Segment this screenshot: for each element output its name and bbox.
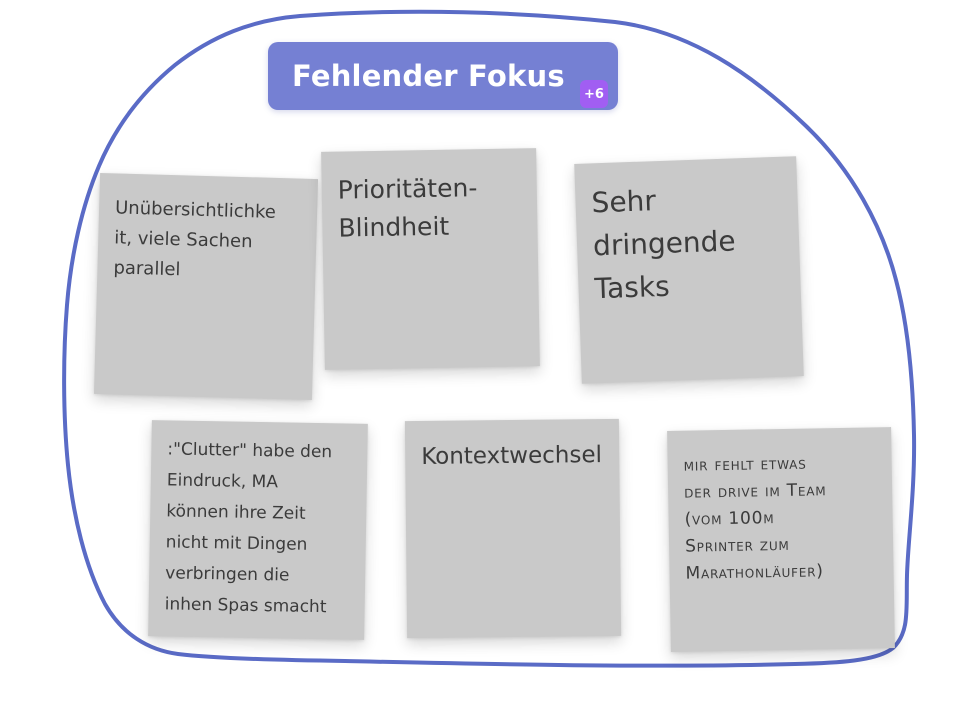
cluster-outline-path bbox=[62, 9, 917, 668]
note-text: :"Clutter" habe den Eindruck, MA können … bbox=[148, 420, 367, 624]
note-text: mir fehlt etwas der drive im Team (vom 1… bbox=[667, 427, 894, 588]
note-text-line: Sprinter zum bbox=[684, 534, 790, 557]
sticky-note-prioritaeten-blindheit[interactable]: Prioritäten- Blindheit bbox=[321, 148, 540, 370]
sticky-note-kontextwechsel[interactable]: Kontextwechsel bbox=[404, 418, 622, 639]
note-text-line: verbringen die bbox=[165, 563, 290, 586]
note-text: Prioritäten- Blindheit bbox=[321, 148, 538, 248]
note-text-line: können ihre Zeit bbox=[166, 501, 306, 524]
note-text-line: mir fehlt etwas bbox=[683, 453, 807, 476]
note-text-line: Marathonläufer) bbox=[685, 561, 824, 584]
note-text: Kontextwechsel bbox=[405, 419, 620, 473]
sticky-note-clutter[interactable]: :"Clutter" habe den Eindruck, MA können … bbox=[148, 420, 368, 640]
sticky-note-unuebersichtlichkeit[interactable]: Unübersichtlichke it, viele Sachen paral… bbox=[93, 172, 319, 401]
note-text-line: parallel bbox=[113, 257, 181, 281]
sticky-note-drive-im-team[interactable]: mir fehlt etwas der drive im Team (vom 1… bbox=[667, 427, 895, 652]
note-text-line: Sehr bbox=[591, 184, 657, 220]
cluster-header[interactable]: Fehlender Fokus +6 bbox=[268, 42, 618, 110]
sticky-note-sehr-dringende-tasks[interactable]: Sehr dringende Tasks bbox=[574, 156, 804, 384]
note-text-line: inhen Spas smacht bbox=[164, 594, 327, 618]
note-text-line: Prioritäten- bbox=[337, 173, 478, 205]
note-text-line: Kontextwechsel bbox=[421, 442, 603, 470]
note-text-line: (vom 100m bbox=[684, 508, 775, 530]
cluster-title: Fehlender Fokus bbox=[292, 59, 565, 93]
note-text-line: Blindheit bbox=[338, 211, 450, 243]
note-text-line: dringende bbox=[592, 224, 737, 263]
note-text-line: :"Clutter" habe den bbox=[167, 439, 333, 463]
note-text-line: der drive im Team bbox=[683, 480, 827, 503]
note-text: Unübersichtlichke it, viele Sachen paral… bbox=[97, 173, 318, 289]
note-text: Sehr dringende Tasks bbox=[574, 156, 801, 311]
collapsed-count-badge[interactable]: +6 bbox=[580, 80, 608, 108]
note-text-line: nicht mit Dingen bbox=[165, 532, 308, 555]
note-text-line: Eindruck, MA bbox=[166, 470, 279, 493]
note-text-line: Tasks bbox=[594, 269, 671, 306]
